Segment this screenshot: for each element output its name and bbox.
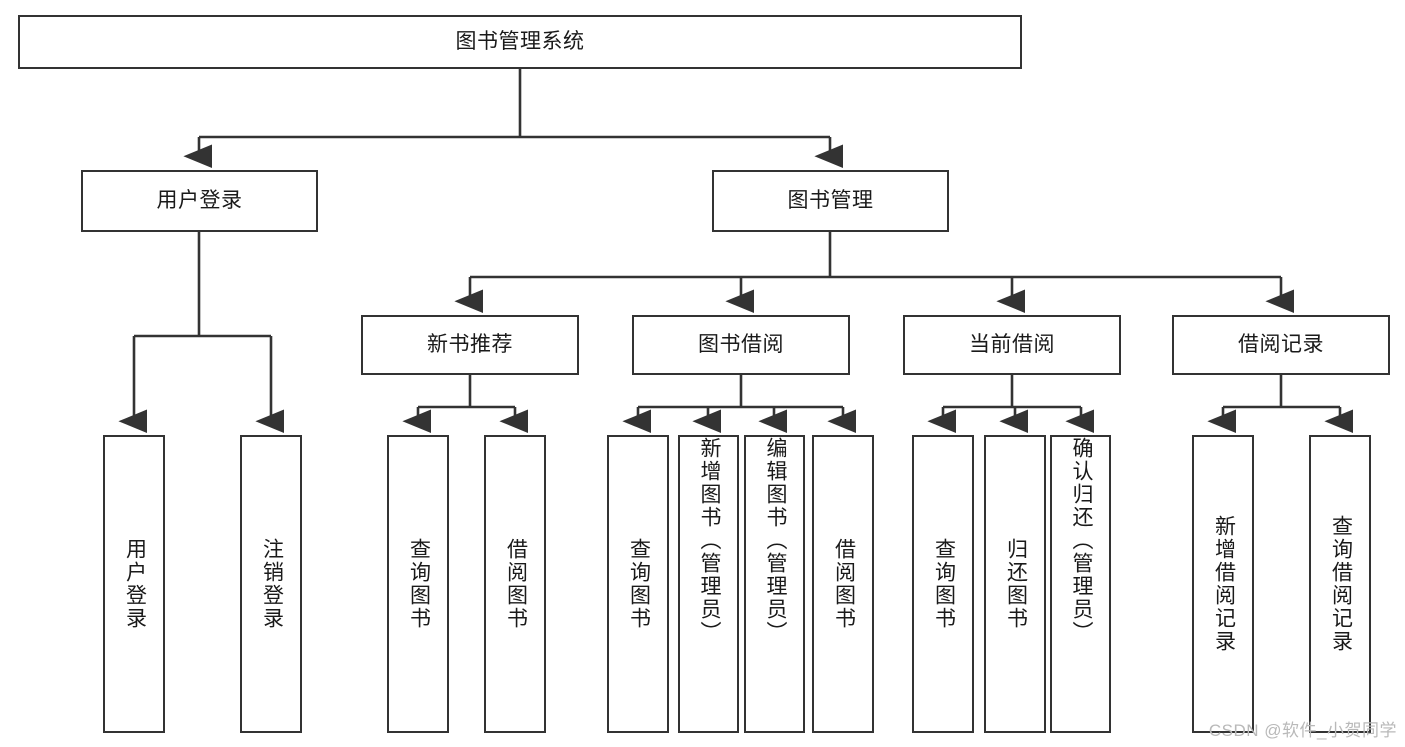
node-new-book-recommend[interactable]: 新书推荐 [361,315,579,375]
node-leaf-edit-book-admin[interactable]: 编辑图书（管理员） [744,435,805,733]
node-leaf-user-login[interactable]: 用户登录 [103,435,165,733]
node-leaf-add-book-admin-label: 新增图书（管理员） [697,437,721,644]
node-borrow-record[interactable]: 借阅记录 [1172,315,1390,375]
node-root[interactable]: 图书管理系统 [18,15,1022,69]
node-leaf-edit-book-admin-label: 编辑图书（管理员） [763,437,787,644]
leaf-inner: 确认归还（管理员） [1052,437,1109,731]
leaf-inner: 用户登录 [105,437,163,731]
leaf-inner: 归还图书 [986,437,1044,731]
node-leaf-confirm-return-admin[interactable]: 确认归还（管理员） [1050,435,1111,733]
node-leaf-add-book-admin[interactable]: 新增图书（管理员） [678,435,739,733]
node-leaf-add-borrow-record-label: 新增借阅记录 [1212,515,1236,653]
node-current-borrow-label: 当前借阅 [969,332,1055,356]
node-leaf-query-book-borrow[interactable]: 查询图书 [607,435,669,733]
leaf-inner: 查询借阅记录 [1311,437,1369,731]
node-leaf-query-book-current[interactable]: 查询图书 [912,435,974,733]
node-borrow-record-label: 借阅记录 [1238,332,1324,356]
node-leaf-user-login-label: 用户登录 [123,538,147,630]
node-leaf-return-book[interactable]: 归还图书 [984,435,1046,733]
node-leaf-borrow-book[interactable]: 借阅图书 [812,435,874,733]
node-book-management[interactable]: 图书管理 [712,170,949,232]
node-leaf-query-book-borrow-label: 查询图书 [627,538,651,630]
node-leaf-query-book-recommend-label: 查询图书 [407,538,431,630]
leaf-inner: 新增图书（管理员） [680,437,737,731]
node-current-borrow[interactable]: 当前借阅 [903,315,1121,375]
node-user-login[interactable]: 用户登录 [81,170,318,232]
node-leaf-logout-login[interactable]: 注销登录 [240,435,302,733]
node-root-label: 图书管理系统 [455,29,585,53]
node-leaf-borrow-book-label: 借阅图书 [832,538,856,630]
node-leaf-confirm-return-admin-label: 确认归还（管理员） [1069,437,1093,644]
node-new-book-recommend-label: 新书推荐 [427,332,513,356]
node-leaf-query-borrow-record[interactable]: 查询借阅记录 [1309,435,1371,733]
node-leaf-return-book-label: 归还图书 [1004,538,1028,630]
node-book-management-label: 图书管理 [787,188,874,212]
node-user-login-label: 用户登录 [156,188,243,212]
watermark-text: CSDN @软件_小贺同学 [1208,721,1397,740]
leaf-inner: 查询图书 [389,437,447,731]
node-leaf-add-borrow-record[interactable]: 新增借阅记录 [1192,435,1254,733]
leaf-inner: 借阅图书 [486,437,544,731]
leaf-inner: 编辑图书（管理员） [746,437,803,731]
leaf-inner: 查询图书 [914,437,972,731]
leaf-inner: 新增借阅记录 [1194,437,1252,731]
node-book-borrow[interactable]: 图书借阅 [632,315,850,375]
node-book-borrow-label: 图书借阅 [698,332,784,356]
node-leaf-query-borrow-record-label: 查询借阅记录 [1329,515,1353,653]
node-leaf-borrow-book-recommend-label: 借阅图书 [504,538,528,630]
leaf-inner: 查询图书 [609,437,667,731]
leaf-inner: 注销登录 [242,437,300,731]
node-leaf-borrow-book-recommend[interactable]: 借阅图书 [484,435,546,733]
leaf-inner: 借阅图书 [814,437,872,731]
node-leaf-logout-login-label: 注销登录 [260,538,284,630]
node-leaf-query-book-current-label: 查询图书 [932,538,956,630]
node-leaf-query-book-recommend[interactable]: 查询图书 [387,435,449,733]
